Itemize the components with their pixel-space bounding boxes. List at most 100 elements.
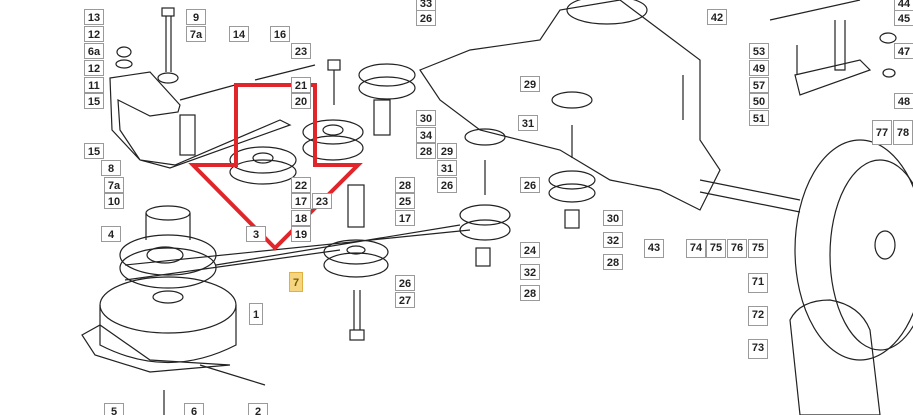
part-label[interactable]: 16 <box>270 26 290 42</box>
spacer-8 <box>179 114 196 156</box>
part-label[interactable]: 26 <box>520 177 540 193</box>
part-label[interactable]: 17 <box>291 193 311 209</box>
part-label[interactable]: 13 <box>84 9 104 25</box>
bracket-6a <box>109 71 292 169</box>
part-label[interactable]: 7a <box>104 177 124 193</box>
part-label[interactable]: 53 <box>749 43 769 59</box>
seal-29b <box>464 128 506 146</box>
part-label[interactable]: 23 <box>291 43 311 59</box>
part-label[interactable]: 17 <box>395 210 415 226</box>
part-label[interactable]: 10 <box>104 193 124 209</box>
transmission <box>419 0 721 211</box>
part-label[interactable]: 30 <box>603 210 623 226</box>
part-label[interactable]: 45 <box>894 10 913 26</box>
part-label[interactable]: 26 <box>416 10 436 26</box>
bolt-9 <box>157 7 179 84</box>
highlight-arrow <box>188 83 363 251</box>
part-label[interactable]: 32 <box>603 232 623 248</box>
pulley-20 <box>302 119 364 161</box>
part-label[interactable]: 18 <box>291 210 311 226</box>
part-label[interactable]: 12 <box>84 26 104 42</box>
seal-29 <box>551 91 593 109</box>
part-label[interactable]: 26 <box>395 275 415 291</box>
part-label[interactable]: 74 <box>686 239 706 258</box>
part-label[interactable]: 1 <box>249 303 263 325</box>
part-label[interactable]: 14 <box>229 26 249 42</box>
pulley-30-top <box>358 63 416 100</box>
part-label[interactable]: 43 <box>644 239 664 258</box>
part-label[interactable]: 22 <box>291 177 311 193</box>
part-label[interactable]: 47 <box>894 43 913 59</box>
part-label[interactable]: 9 <box>186 9 206 25</box>
part-label[interactable]: 15 <box>84 143 104 159</box>
transmission-pulley <box>566 0 648 25</box>
pulley-30 <box>548 170 596 203</box>
part-label[interactable]: 48 <box>894 93 913 109</box>
pulley-4 <box>145 205 191 240</box>
part-label-highlighted[interactable]: 7 <box>289 272 303 292</box>
part-label[interactable]: 30 <box>416 110 436 126</box>
part-label[interactable]: 77 <box>872 120 892 145</box>
part-label[interactable]: 25 <box>395 193 415 209</box>
part-label[interactable]: 12 <box>84 60 104 76</box>
bolt-23 <box>327 59 341 105</box>
part-label[interactable]: 75 <box>706 239 726 258</box>
part-label[interactable]: 57 <box>749 77 769 93</box>
part-label[interactable]: 75 <box>748 239 768 258</box>
wheel-71 <box>794 139 913 361</box>
part-label[interactable]: 28 <box>603 254 623 270</box>
part-label[interactable]: 5 <box>104 403 124 415</box>
part-label[interactable]: 15 <box>84 93 104 109</box>
part-label[interactable]: 31 <box>518 115 538 131</box>
part-label[interactable]: 28 <box>416 143 436 159</box>
part-label[interactable]: 21 <box>291 77 311 93</box>
bolt-27 <box>349 290 365 341</box>
bracket-44 <box>769 0 872 96</box>
pulley-24 <box>459 204 511 241</box>
part-label[interactable]: 11 <box>84 77 104 93</box>
part-label[interactable]: 29 <box>437 143 457 159</box>
part-label[interactable]: 34 <box>416 127 436 143</box>
part-label[interactable]: 76 <box>727 239 747 258</box>
spacer-32 <box>564 209 580 229</box>
part-label[interactable]: 42 <box>707 9 727 25</box>
bolt-45 <box>879 32 897 44</box>
part-label[interactable]: 29 <box>520 76 540 92</box>
pulley-17 <box>323 239 389 278</box>
part-label[interactable]: 24 <box>520 242 540 258</box>
axle-76 <box>699 179 801 213</box>
part-label[interactable]: 20 <box>291 93 311 109</box>
part-label[interactable]: 2 <box>248 403 268 415</box>
part-label[interactable]: 78 <box>893 120 913 145</box>
engine-pulley-3 <box>119 234 217 289</box>
part-label[interactable]: 50 <box>749 93 769 109</box>
bolt-47 <box>882 68 896 78</box>
nut-13 <box>115 46 133 69</box>
part-label[interactable]: 28 <box>395 177 415 193</box>
spring-14 <box>179 84 236 101</box>
part-label[interactable]: 26 <box>437 177 457 193</box>
pulley-22 <box>229 146 297 185</box>
part-label[interactable]: 27 <box>395 292 415 308</box>
part-label[interactable]: 7a <box>186 26 206 42</box>
part-label[interactable]: 3 <box>246 226 266 242</box>
part-label[interactable]: 6 <box>184 403 204 415</box>
part-label[interactable]: 73 <box>748 339 768 359</box>
part-label[interactable]: 71 <box>748 273 768 293</box>
part-label[interactable]: 4 <box>101 226 121 242</box>
part-label[interactable]: 51 <box>749 110 769 126</box>
part-label[interactable]: 31 <box>437 160 457 176</box>
part-label[interactable]: 28 <box>520 285 540 301</box>
part-label[interactable]: 32 <box>520 264 540 280</box>
spacer-32b <box>475 247 491 267</box>
part-label[interactable]: 6a <box>84 43 104 59</box>
part-label[interactable]: 72 <box>748 306 768 326</box>
part-label[interactable]: 49 <box>749 60 769 76</box>
belt-7 <box>124 224 471 281</box>
spring-2 <box>199 364 266 386</box>
part-label[interactable]: 19 <box>291 226 311 242</box>
part-label[interactable]: 8 <box>101 160 121 176</box>
part-label[interactable]: 23 <box>312 193 332 209</box>
spacer-34 <box>373 99 391 136</box>
